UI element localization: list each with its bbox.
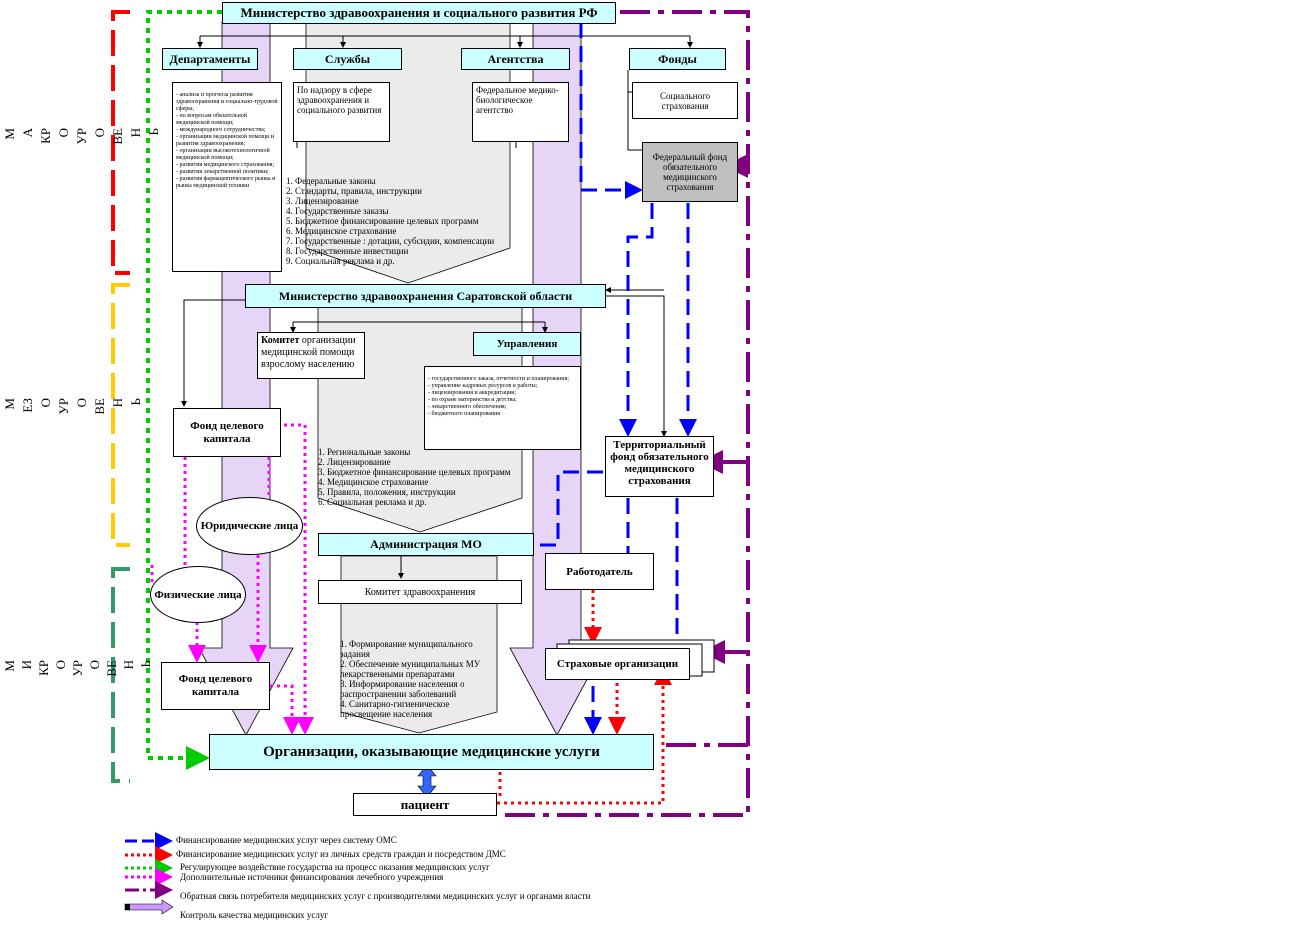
legend-quality: Контроль качества медицинских услуг	[180, 910, 329, 920]
level-letter-column: Ь	[138, 660, 153, 668]
micro-level-frame	[111, 567, 130, 783]
funds-header: Фонды	[629, 48, 726, 70]
level-letter-column: И	[19, 660, 34, 670]
social-fund-box: Социального страхования	[632, 82, 738, 119]
municipal-instruments-list: 1. Формирование муниципального задания 2…	[340, 639, 481, 719]
insurance-box: Страховые организации	[545, 648, 690, 680]
level-letter-column: Ь	[146, 128, 161, 136]
admin-mo-box: Администрация МО	[318, 533, 534, 556]
level-letter-column: О	[56, 128, 71, 138]
departments-regional-header: Управления	[473, 332, 581, 356]
target-fund-top-box: Фонд целевого капитала	[173, 408, 281, 457]
level-letter-column: КР	[38, 128, 53, 144]
health-committee-box: Комитет здравоохранения	[318, 580, 522, 604]
services-box: По надзору в сфере здравоохранения и соц…	[293, 82, 390, 142]
federal-instruments-list: 1. Федеральные законы 2. Стандарты, прав…	[286, 176, 495, 266]
level-letter-column: М	[2, 128, 17, 140]
level-letter-column: О	[87, 660, 102, 670]
level-letter-column: О	[53, 660, 68, 670]
regional-instruments-list: 1. Региональные законы 2. Лицензирование…	[318, 447, 511, 507]
level-letter-column: ЕЗ	[20, 398, 35, 413]
level-letter-column: Н	[110, 398, 125, 408]
level-letter-column: УР	[74, 128, 89, 145]
legend-dms: Финансирование медицинских услуг из личн…	[176, 849, 506, 859]
level-letter-column: О	[74, 398, 89, 408]
services-header: Службы	[293, 48, 402, 70]
level-letter-column: М	[2, 398, 17, 410]
level-letter-column: Ь	[128, 398, 143, 406]
legend-oms: Финансирование медицинских услуг через с…	[176, 835, 397, 845]
level-letter-column: О	[38, 398, 53, 408]
employer-box: Работодатель	[545, 553, 654, 590]
providers-box: Организации, оказывающие медицинские усл…	[209, 734, 654, 770]
level-letter-column: А	[20, 128, 35, 138]
territorial-fund-box: Территориальный фонд обязательного медиц…	[605, 436, 714, 497]
committee-box: Комитет организации медицинской помощи в…	[257, 332, 365, 379]
level-letter-column: ВЕ	[104, 660, 119, 677]
federal-fund-box: Федеральный фонд обязательного медицинск…	[642, 142, 738, 202]
macro-level-frame	[111, 10, 130, 275]
oms-line-1	[579, 22, 643, 199]
level-letter-column: ВЕ	[110, 128, 125, 145]
level-letter-column: ВЕ	[92, 398, 107, 415]
legend-feedback: Обратная связь потребителя медицинских у…	[180, 891, 591, 901]
departments-list: - анализа и прогноза развития здравоохра…	[172, 82, 282, 272]
meso-level-frame	[111, 283, 130, 547]
level-letter-column: УР	[70, 660, 85, 677]
legend-regulation: Регулирующее воздействие государства на …	[180, 862, 490, 872]
legend-extra-funding: Дополнительные источники финансирования …	[180, 872, 444, 882]
departments-header: Департаменты	[162, 48, 258, 70]
individuals-ellipse: Физические лица	[150, 566, 246, 623]
level-letter-column: М	[2, 660, 17, 672]
level-letter-column: Н	[128, 128, 143, 138]
patient-box: пациент	[353, 793, 497, 816]
level-letter-column: Н	[121, 660, 136, 670]
ministry-rf-box: Министерство здравоохранения и социально…	[222, 2, 616, 24]
agencies-header: Агентства	[461, 48, 570, 70]
level-letter-column: КР	[36, 660, 51, 676]
feedback-frame	[497, 10, 750, 817]
target-fund-bottom-box: Фонд целевого капитала	[161, 662, 270, 710]
level-letter-column: УР	[56, 398, 71, 415]
agencies-box: Федеральное медико-биологическое агентст…	[472, 82, 569, 142]
level-letter-column: О	[92, 128, 107, 138]
departments-regional-list: - государственного заказа, отчетности и …	[424, 366, 581, 450]
ministry-saratov-box: Министерство здравоохранения Саратовской…	[245, 284, 606, 308]
legal-entities-ellipse: Юридические лица	[196, 497, 303, 555]
